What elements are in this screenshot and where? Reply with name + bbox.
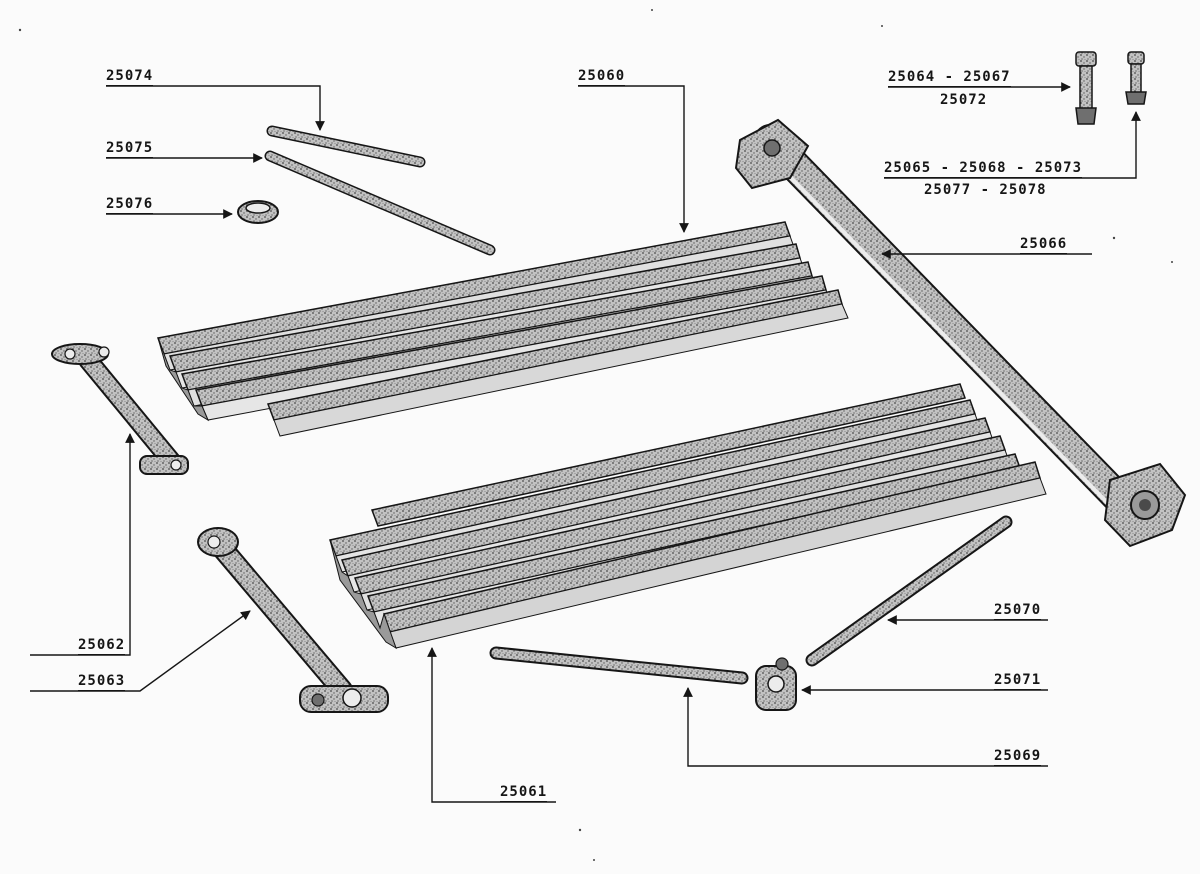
label-25062: 25062 <box>78 637 126 655</box>
label-25074: 25074 <box>106 68 154 86</box>
upper-grille-25060 <box>156 221 849 437</box>
label-25071: 25071 <box>994 672 1042 690</box>
label-25069: 25069 <box>994 748 1042 766</box>
label-25072: 25072 <box>940 92 988 108</box>
rod-25075 <box>264 150 496 256</box>
rod-25074 <box>266 125 426 168</box>
leader-lines <box>30 82 1141 803</box>
lower-grille-25061 <box>328 383 1047 650</box>
rod-25069 <box>489 646 749 685</box>
label-25063: 25063 <box>78 673 126 691</box>
strut-25062 <box>51 343 189 475</box>
scan-specks <box>18 9 1173 861</box>
label-25060: 25060 <box>578 68 626 86</box>
label-25075: 25075 <box>106 140 154 158</box>
label-25064-25067: 25064 - 25067 <box>888 69 1011 87</box>
clamp-25071 <box>755 657 797 711</box>
label-25061: 25061 <box>500 784 548 802</box>
bolt-25064 <box>1075 51 1097 125</box>
strut-25063 <box>197 527 389 713</box>
label-25070: 25070 <box>994 602 1042 620</box>
long-tube-25066 <box>734 118 1187 548</box>
label-25065-25068-25073: 25065 - 25068 - 25073 <box>884 160 1083 178</box>
rod-25070 <box>805 515 1013 667</box>
label-25066: 25066 <box>1020 236 1068 254</box>
bolt-25065 <box>1125 51 1147 105</box>
label-25076: 25076 <box>106 196 154 214</box>
label-25077-25078: 25077 - 25078 <box>924 182 1047 198</box>
ring-25076 <box>237 200 279 224</box>
